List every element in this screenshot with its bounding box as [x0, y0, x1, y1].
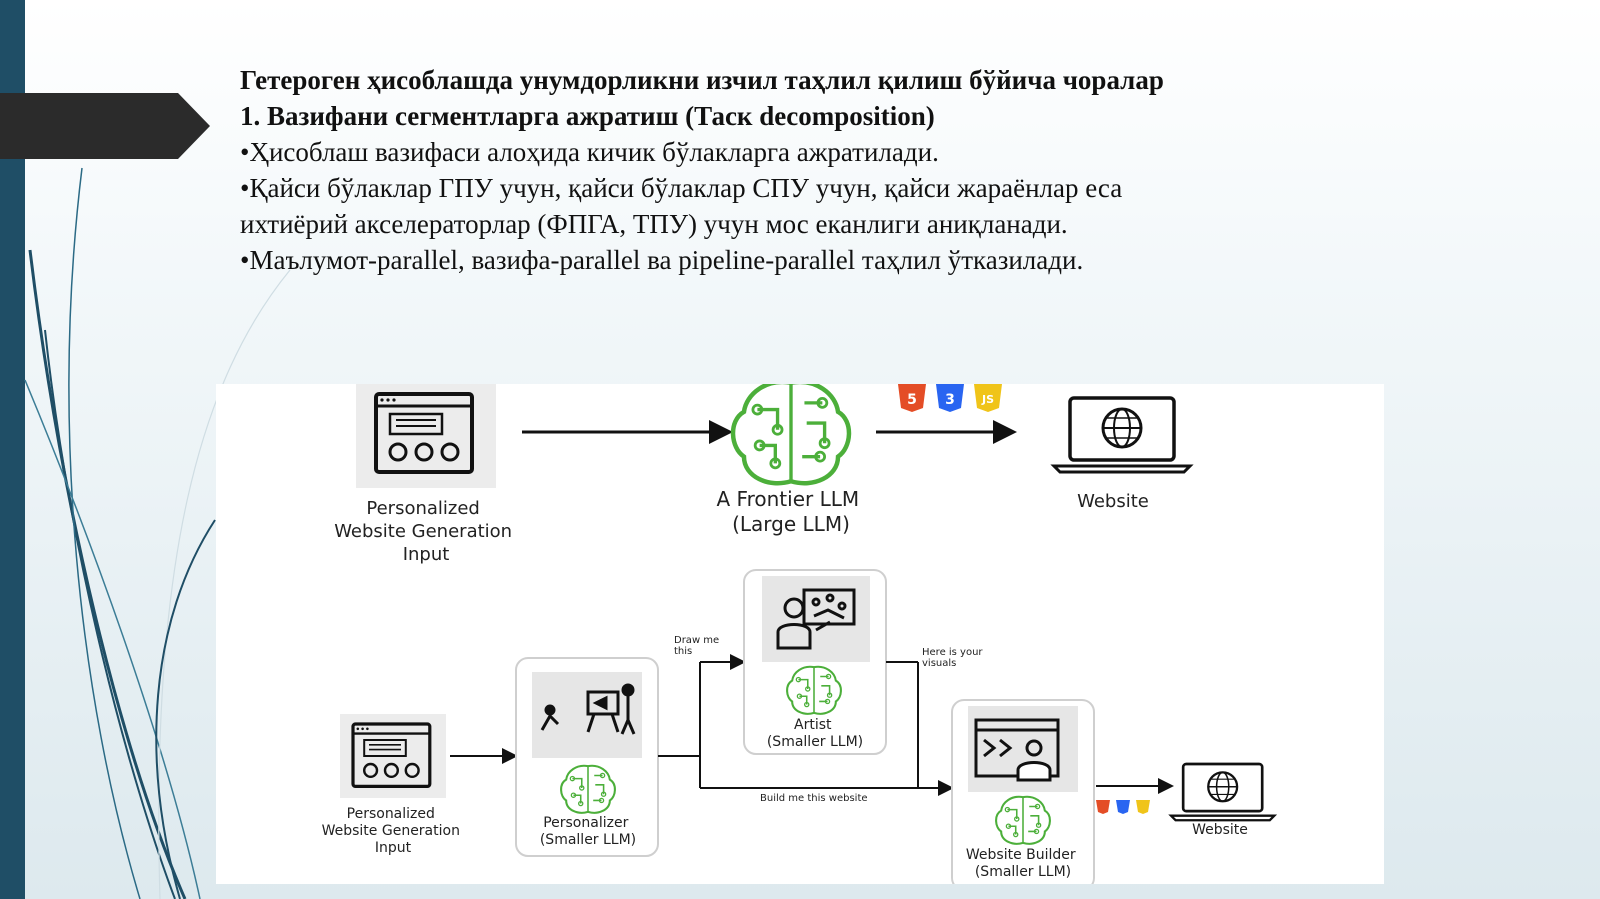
bullet-2: •Қайси бўлаклар ГПУ учун, қайси бўлаклар…	[240, 173, 1123, 203]
builder-label: Website Builder (Smaller LLM)	[966, 847, 1080, 880]
artist-drawing-icon	[776, 588, 856, 650]
decorative-curves	[24, 167, 291, 899]
artist-label: Artist (Smaller LLM)	[767, 717, 863, 750]
laptop-icon	[1169, 762, 1276, 822]
bottom-input-label: Personalized Website Generation Input	[322, 806, 465, 856]
presenter-icon	[540, 683, 636, 735]
html-badge-icon	[1096, 800, 1110, 814]
slide-text: Гетероген ҳисоблашда унумдорликни изчил …	[240, 62, 1560, 278]
slide-subtitle: 1. Вазифани сегментларга ажратиш (Таск d…	[240, 101, 935, 131]
bullet-2-continued: ихтиёрий акселераторлар (ФПГА, ТПУ) учун…	[240, 209, 1068, 239]
top-website-label: Website	[1077, 491, 1149, 512]
draw-me-label: Draw me this	[674, 635, 722, 657]
top-input-label: Personalized Website Generation Input	[334, 498, 518, 565]
bullet-3: •Маълумот-parallel, вазифа-parallel ва p…	[240, 245, 1084, 275]
brain-icon	[733, 384, 849, 483]
html-badge-icon: 5	[898, 384, 926, 412]
svg-text:JS: JS	[981, 393, 994, 406]
personalizer-label: Personalizer (Smaller LLM)	[540, 815, 636, 848]
slide-title: Гетероген ҳисоблашда унумдорликни изчил …	[240, 65, 1164, 95]
llm-workflow-diagram: Personalized Website Generation Input A …	[216, 384, 1384, 884]
build-me-label: Build me this website	[760, 793, 868, 804]
code-terminal-icon	[974, 718, 1060, 782]
js-badge-icon: JS	[974, 384, 1002, 412]
js-badge-icon	[1136, 800, 1150, 814]
css-badge-icon	[1116, 800, 1130, 814]
svg-text:5: 5	[907, 392, 917, 408]
svg-text:3: 3	[945, 392, 955, 408]
title-arrow-tab	[0, 93, 210, 159]
css-badge-icon: 3	[936, 384, 964, 412]
frontier-llm-label: A Frontier LLM (Large LLM)	[717, 487, 866, 536]
bullet-1: •Ҳисоблаш вазифаси алоҳида кичик бўлакла…	[240, 137, 939, 167]
bottom-website-label: Website	[1192, 822, 1248, 838]
here-is-your-visuals-label: Here is your visuals	[922, 647, 986, 669]
laptop-icon	[1052, 396, 1192, 474]
